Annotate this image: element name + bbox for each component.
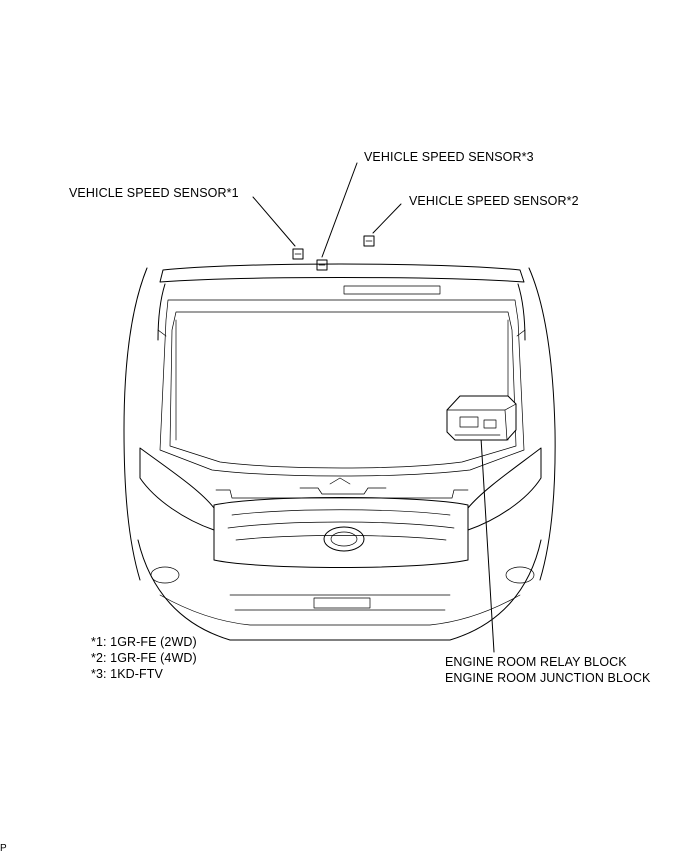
label-engine-room-relay-block: ENGINE ROOM RELAY BLOCK bbox=[445, 655, 627, 669]
speed-sensor-1-marker bbox=[292, 248, 304, 260]
engine-room-relay-block bbox=[446, 395, 517, 441]
label-vehicle-speed-sensor-3: VEHICLE SPEED SENSOR*3 bbox=[364, 150, 534, 164]
note-2: *2: 1GR-FE (4WD) bbox=[91, 651, 197, 665]
label-vehicle-speed-sensor-1: VEHICLE SPEED SENSOR*1 bbox=[69, 186, 239, 200]
leader-line-sensor-3 bbox=[321, 162, 358, 258]
leader-line-sensor-2 bbox=[372, 203, 402, 234]
leader-line-relay-block bbox=[480, 437, 495, 653]
speed-sensor-2-marker bbox=[363, 235, 375, 247]
label-vehicle-speed-sensor-2: VEHICLE SPEED SENSOR*2 bbox=[409, 194, 579, 208]
note-1: *1: 1GR-FE (2WD) bbox=[91, 635, 197, 649]
vehicle-body-outline bbox=[123, 263, 556, 641]
note-3: *3: 1KD-FTV bbox=[91, 667, 163, 681]
corner-mark: P bbox=[0, 843, 7, 854]
speed-sensor-3-marker bbox=[316, 259, 328, 271]
leader-line-sensor-1 bbox=[252, 196, 296, 247]
label-engine-room-junction-block: ENGINE ROOM JUNCTION BLOCK bbox=[445, 671, 651, 685]
